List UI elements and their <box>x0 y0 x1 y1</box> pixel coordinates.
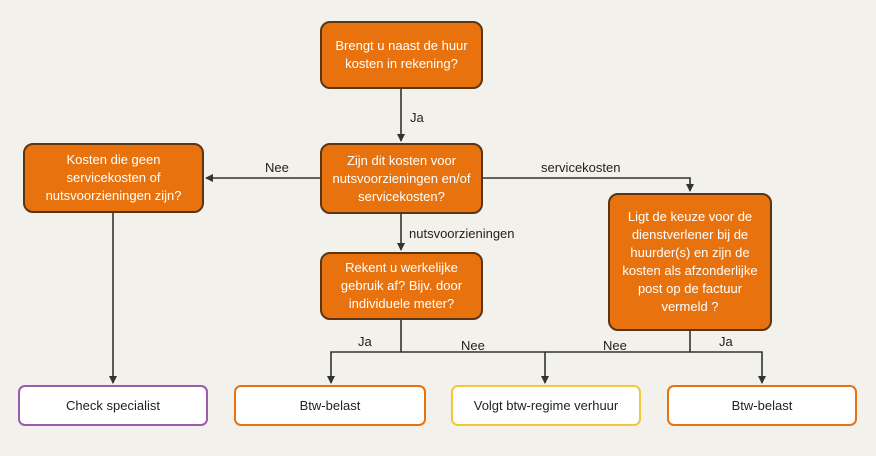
label-nee-right-bottom: Nee <box>603 338 627 353</box>
result-check-specialist: Check specialist <box>18 385 208 426</box>
edge-q5-r4 <box>690 351 766 384</box>
label-servicekosten: servicekosten <box>541 160 621 175</box>
edge-q4-r3 <box>401 351 549 384</box>
label-nee-left: Nee <box>265 160 289 175</box>
question-other-costs: Kosten die geen servicekosten of nutsvoo… <box>23 143 204 213</box>
edge-q4-r2 <box>327 320 402 384</box>
question-provider-choice: Ligt de keuze voor de dienstverlener bij… <box>608 193 772 331</box>
result-btw-belast-right: Btw-belast <box>667 385 857 426</box>
label-nutsvoorzieningen: nutsvoorzieningen <box>409 226 515 241</box>
question-actual-usage: Rekent u werkelijke gebruik af? Bijv. do… <box>320 252 483 320</box>
label-nee-mid-bottom: Nee <box>461 338 485 353</box>
label-ja-left-bottom: Ja <box>358 334 372 349</box>
result-btw-regime-verhuur: Volgt btw-regime verhuur <box>451 385 641 426</box>
edge-q2-q5 <box>482 177 694 192</box>
question-rent-costs: Brengt u naast de huur kosten in rekenin… <box>320 21 483 89</box>
label-ja-right-bottom: Ja <box>719 334 733 349</box>
label-ja-top: Ja <box>410 110 424 125</box>
result-btw-belast-left: Btw-belast <box>234 385 426 426</box>
question-utilities-service: Zijn dit kosten voor nutsvoorzieningen e… <box>320 143 483 214</box>
